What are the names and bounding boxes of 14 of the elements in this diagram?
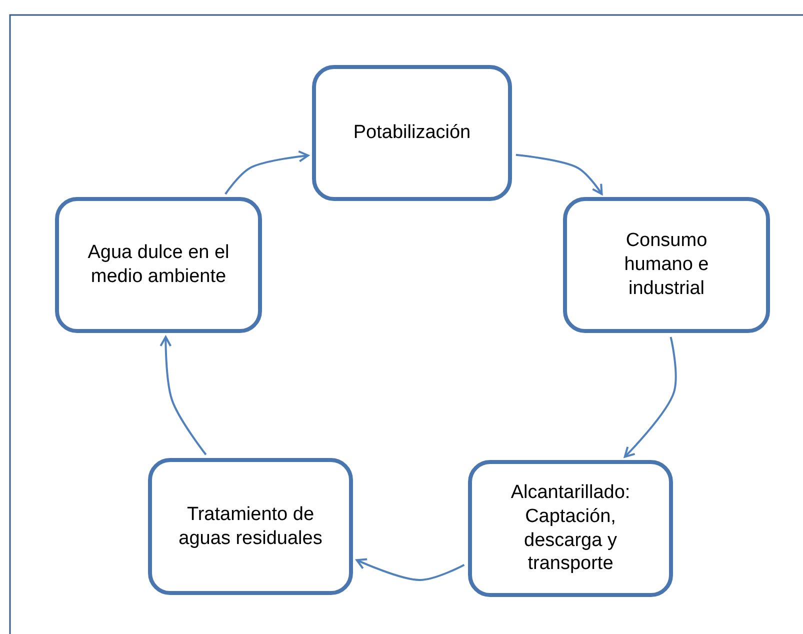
process-box — [312, 65, 512, 201]
box-label: Potabilización — [353, 121, 471, 145]
arrow — [624, 336, 677, 458]
process-box — [563, 197, 770, 333]
process-box — [55, 197, 262, 333]
box-label: Agua dulce en el medio ambiente — [86, 241, 230, 289]
process-box — [148, 458, 353, 595]
box-label: Alcantarillado: Captación, descarga y transporte — [510, 481, 632, 576]
arrow — [224, 150, 310, 195]
arrow — [356, 558, 465, 581]
box-label: Tratamiento de aguas residuales — [178, 502, 324, 550]
process-box — [468, 460, 673, 597]
arrow — [516, 154, 603, 196]
box-label: Consumo humano e industrial — [623, 229, 710, 301]
